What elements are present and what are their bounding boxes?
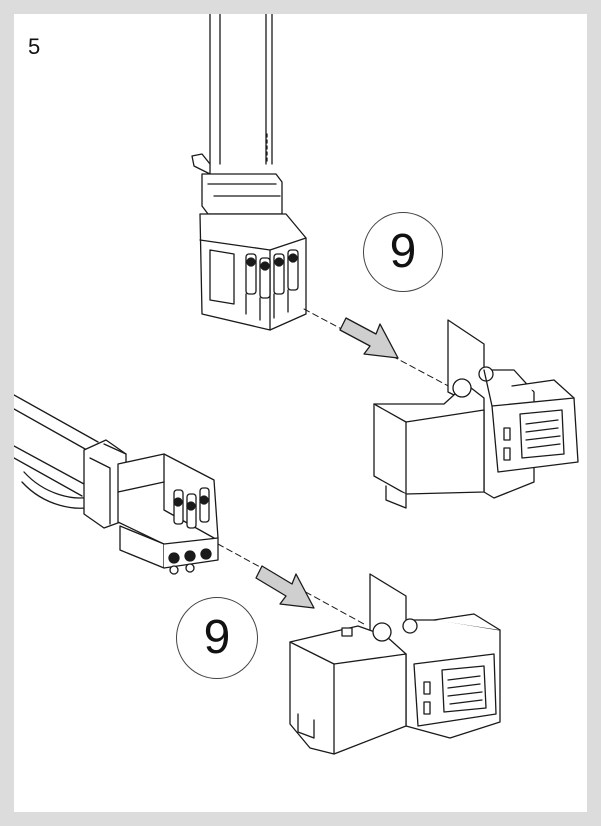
callout-9-top: 9 <box>363 212 443 292</box>
bottom-plug-connector <box>83 439 219 575</box>
instruction-panel: 5 <box>14 14 587 812</box>
insert-arrow-bottom <box>255 565 315 609</box>
bottom-keystone-jack <box>289 573 501 755</box>
top-plug-connector <box>191 153 307 331</box>
top-keystone-jack <box>373 319 579 509</box>
insert-arrow-top <box>339 317 399 359</box>
illustration <box>14 14 579 755</box>
callout-9-bottom: 9 <box>176 597 258 679</box>
step-number: 5 <box>28 34 41 59</box>
top-cable <box>209 14 273 165</box>
